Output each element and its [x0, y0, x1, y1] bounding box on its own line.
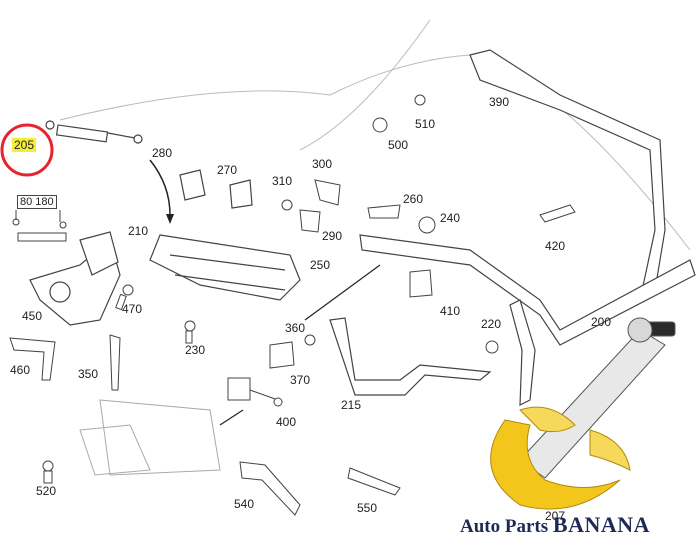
part-label-550[interactable]: 550: [357, 501, 378, 515]
rod-350: [109, 334, 121, 391]
part-label-240[interactable]: 240: [440, 211, 461, 225]
arrow-400: [219, 409, 244, 426]
gas-strut-205: [45, 120, 143, 144]
part-label-400[interactable]: 400: [276, 415, 297, 429]
part-410: [409, 269, 433, 298]
arrow-280: [149, 159, 171, 216]
brand-text-big: BANANA: [552, 512, 651, 537]
highlight-circle: [0, 123, 54, 177]
part-label-370[interactable]: 370: [290, 373, 311, 387]
hood-stay-215: [329, 317, 492, 396]
part-label-350[interactable]: 350: [78, 367, 99, 381]
part-label-500[interactable]: 500: [388, 138, 409, 152]
part-260: [367, 204, 401, 219]
part-label-540[interactable]: 540: [234, 497, 255, 511]
strap-420: [539, 204, 576, 223]
banana-logo-icon: [490, 406, 631, 510]
part-540: [239, 461, 301, 516]
part-370: [269, 341, 295, 369]
part-label-80-180[interactable]: 80 180: [17, 195, 57, 209]
bolts: [42, 94, 499, 484]
plate-460: [9, 337, 56, 381]
part-label-250[interactable]: 250: [310, 258, 331, 272]
part-label-215[interactable]: 215: [341, 398, 362, 412]
brand-logo-text: Auto Parts BANANA: [460, 512, 650, 538]
hinge-450: [29, 231, 121, 326]
arrow-215: [304, 264, 381, 321]
part-label-310[interactable]: 310: [272, 174, 293, 188]
part-label-300[interactable]: 300: [312, 157, 333, 171]
part-label-410[interactable]: 410: [440, 304, 461, 318]
frame-200-390: [359, 49, 696, 406]
clips-290-300: [281, 179, 341, 233]
part-label-207[interactable]: 207: [545, 509, 566, 523]
part-label-290[interactable]: 290: [322, 229, 343, 243]
part-label-200[interactable]: 200: [591, 315, 612, 329]
part-label-460[interactable]: 460: [10, 363, 31, 377]
part-label-270[interactable]: 270: [217, 163, 238, 177]
part-label-220[interactable]: 220: [481, 317, 502, 331]
brand-text-small: Auto Parts: [460, 516, 549, 537]
part-label-450[interactable]: 450: [22, 309, 43, 323]
part-label-205[interactable]: 205: [12, 138, 37, 152]
part-label-210[interactable]: 210: [128, 224, 149, 238]
part-label-230[interactable]: 230: [185, 343, 206, 357]
part-label-470[interactable]: 470: [122, 302, 143, 316]
part-label-260[interactable]: 260: [403, 192, 424, 206]
part-550: [347, 467, 401, 496]
part-label-520[interactable]: 520: [36, 484, 57, 498]
part-label-420[interactable]: 420: [545, 239, 566, 253]
part-label-280[interactable]: 280: [152, 146, 173, 160]
bracket-80-180: [12, 210, 67, 242]
part-label-390[interactable]: 390: [489, 95, 510, 109]
part-label-510[interactable]: 510: [415, 117, 436, 131]
part-label-360[interactable]: 360: [285, 321, 306, 335]
latch-400: [227, 377, 283, 407]
hinge-arms-210: [149, 169, 301, 301]
ghost-hinge: [79, 399, 221, 476]
